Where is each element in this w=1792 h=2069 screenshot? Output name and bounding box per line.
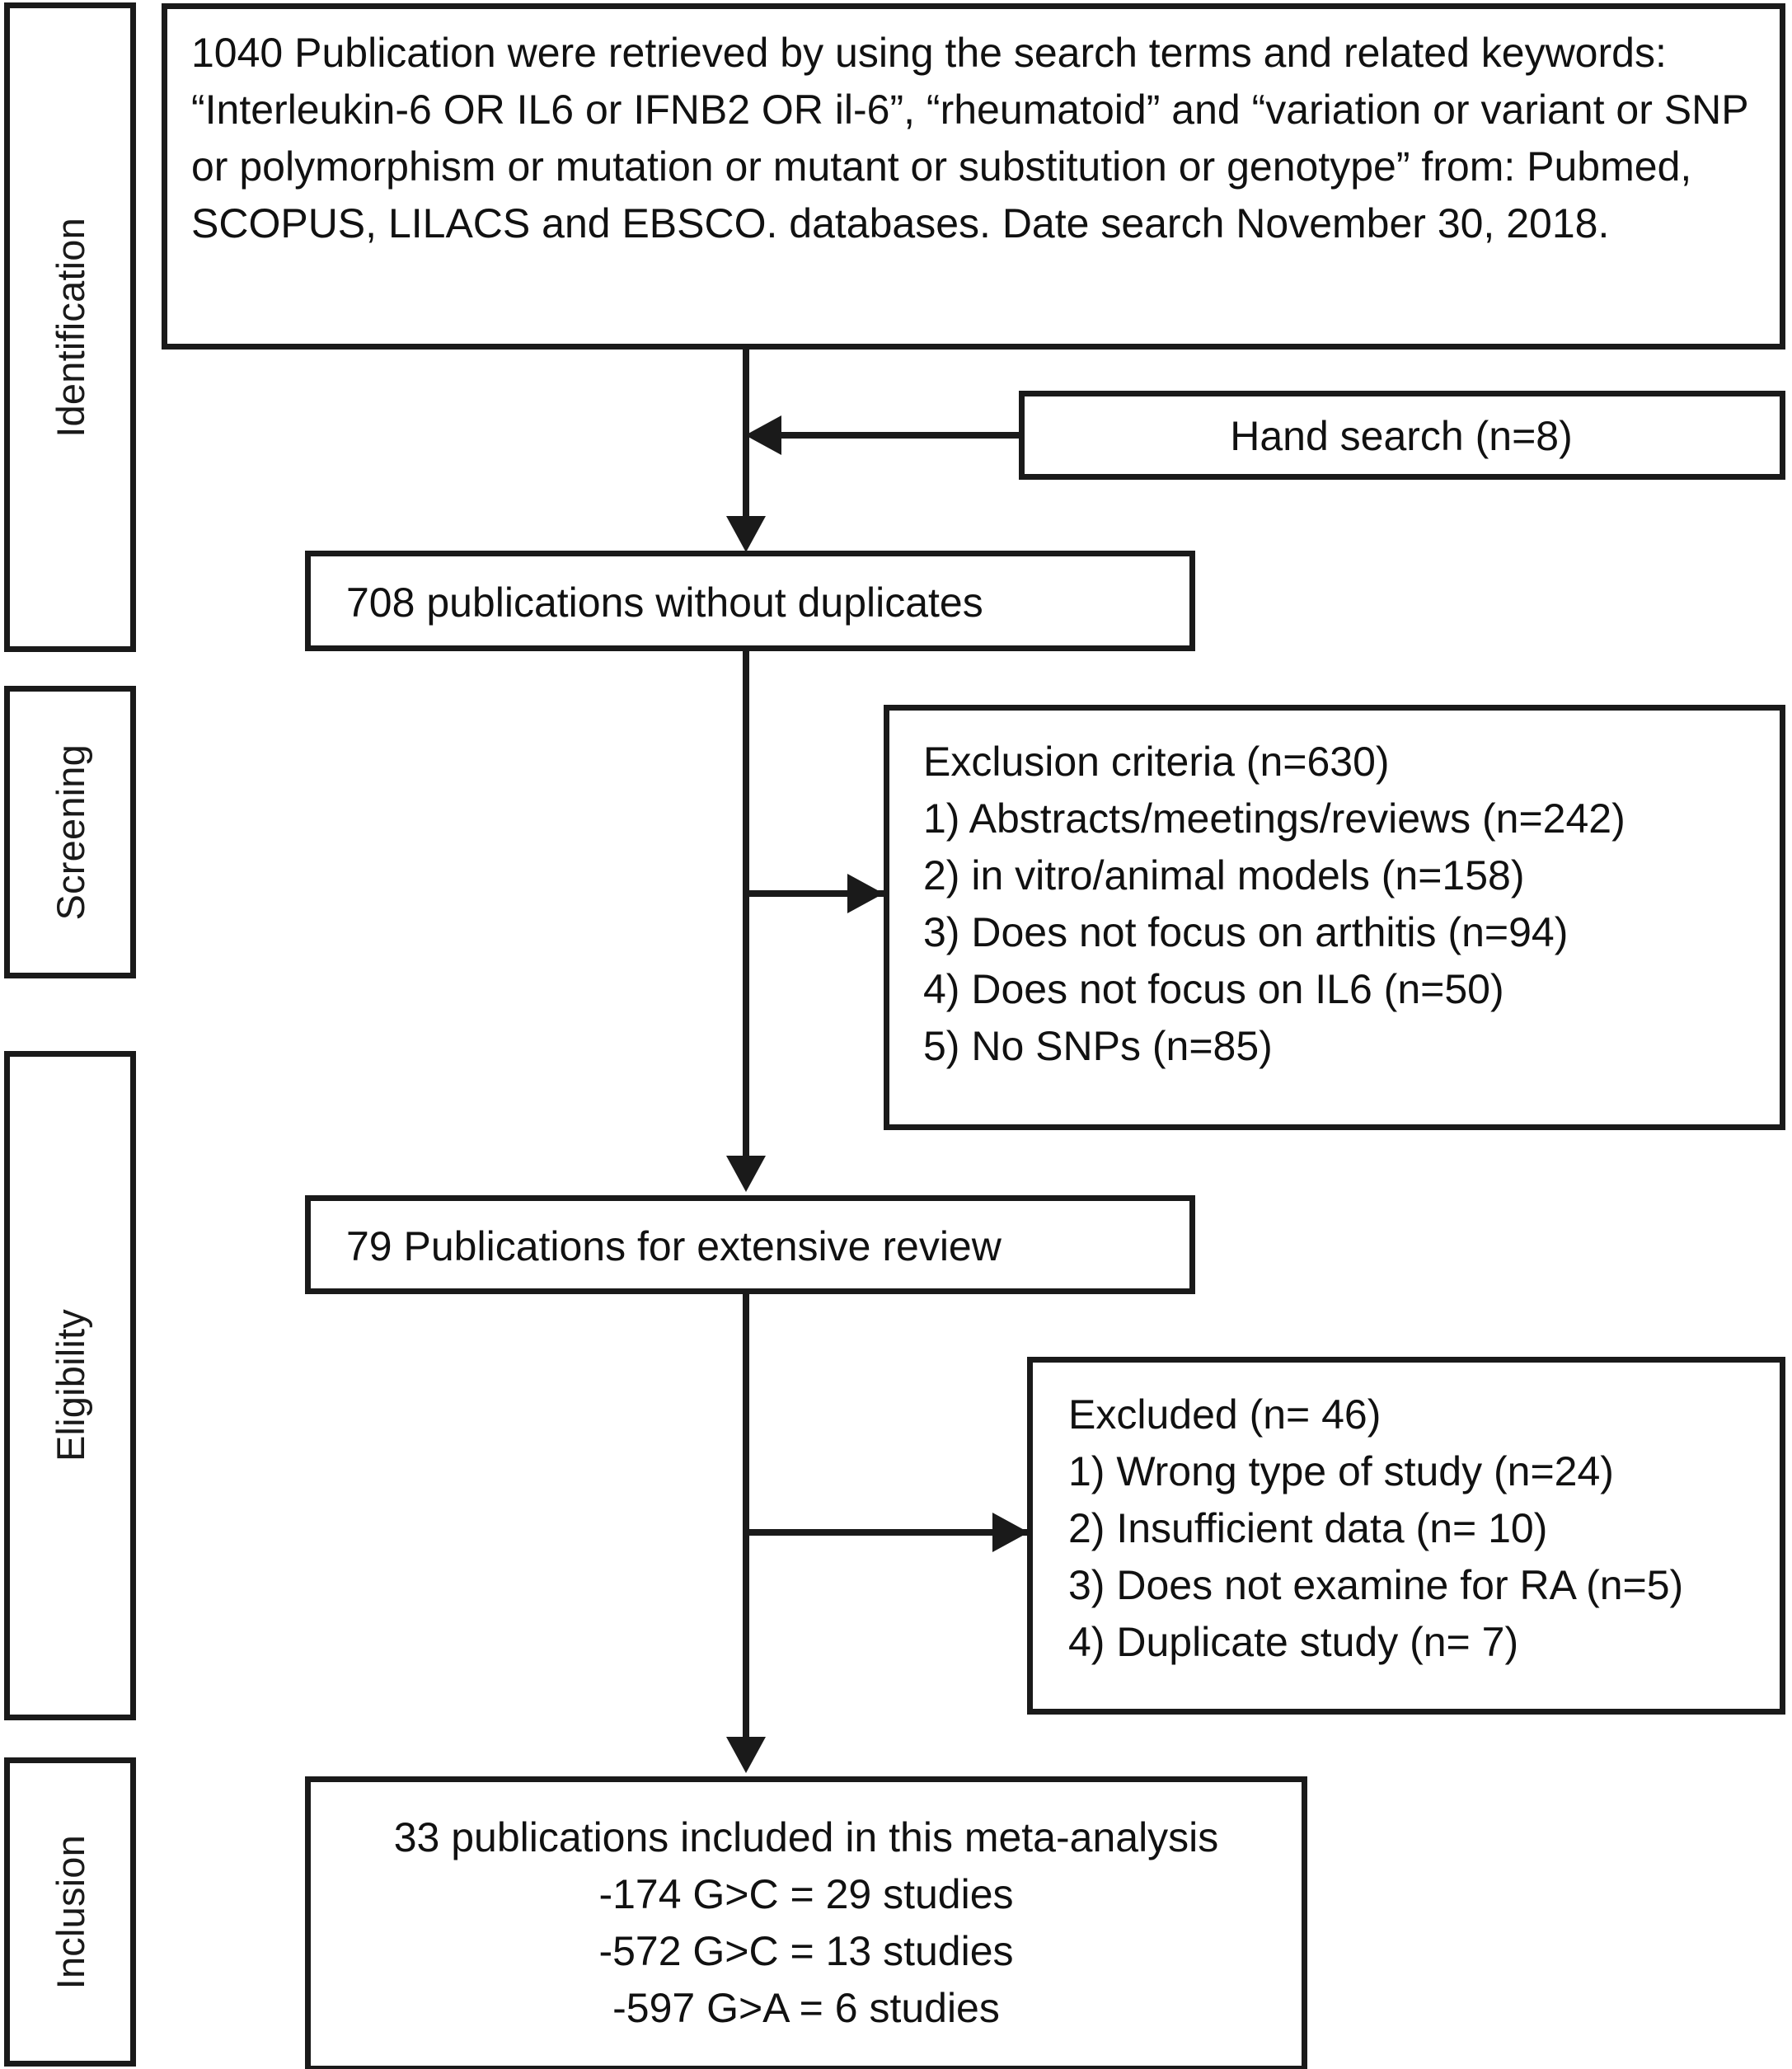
arrowhead-left-to-spine — [745, 415, 781, 455]
stage-label-screening-text: Screening — [48, 744, 92, 921]
stage-label-identification-text: Identification — [48, 217, 92, 438]
inclusion-headline: 33 publications included in this meta-an… — [393, 1814, 1219, 1860]
exclusion-criteria-item-1: 1) Abstracts/meetings/reviews (n=242) — [923, 795, 1625, 842]
inclusion-line-1: -174 G>C = 29 studies — [598, 1871, 1014, 1917]
stage-label-identification: Identification — [4, 2, 136, 652]
excluded-item-4: 4) Duplicate study (n= 7) — [1068, 1619, 1519, 1665]
exclusion-criteria-item-2: 2) in vitro/animal models (n=158) — [923, 852, 1525, 898]
exclusion-criteria-content: Exclusion criteria (n=630) 1) Abstracts/… — [923, 734, 1772, 1075]
hand-search-box-text: Hand search (n=8) — [1230, 413, 1573, 459]
inclusion-box — [305, 1776, 1307, 2069]
stage-label-screening: Screening — [4, 686, 136, 978]
connector-duplicates-to-review — [743, 651, 749, 1158]
identification-box — [162, 3, 1785, 350]
inclusion-line-3: -597 G>A = 6 studies — [612, 1985, 1000, 2031]
stage-label-eligibility-text: Eligibility — [48, 1309, 92, 1462]
exclusion-criteria-item-4: 4) Does not focus on IL6 (n=50) — [923, 966, 1504, 1012]
excluded-item-3: 3) Does not examine for RA (n=5) — [1068, 1562, 1684, 1608]
connector-handsearch-to-spine — [781, 432, 1022, 439]
excluded-content: Excluded (n= 46) 1) Wrong type of study … — [1068, 1386, 1777, 1671]
without-duplicates-box-text: 708 publications without duplicates — [346, 579, 983, 626]
excluded-item-1: 1) Wrong type of study (n=24) — [1068, 1448, 1614, 1494]
arrowhead-down-to-duplicates — [726, 516, 766, 552]
inclusion-content: 33 publications included in this meta-an… — [321, 1809, 1291, 2037]
exclusion-criteria-item-5: 5) No SNPs (n=85) — [923, 1023, 1273, 1069]
inclusion-line-2: -572 G>C = 13 studies — [598, 1928, 1014, 1974]
connector-spine-to-exclusion — [743, 890, 899, 897]
arrowhead-down-to-review — [726, 1156, 766, 1192]
extensive-review-box — [305, 1195, 1195, 1294]
excluded-box — [1027, 1357, 1785, 1715]
connector-spine-to-excluded — [743, 1529, 1048, 1536]
extensive-review-box-text: 79 Publications for extensive review — [346, 1223, 1002, 1269]
arrowhead-right-to-exclusion — [847, 874, 884, 913]
identification-box-text: 1040 Publication were retrieved by using… — [191, 30, 1760, 246]
stage-label-inclusion-text: Inclusion — [48, 1834, 92, 1990]
exclusion-criteria-item-3: 3) Does not focus on arthitis (n=94) — [923, 909, 1569, 955]
exclusion-criteria-title: Exclusion criteria (n=630) — [923, 739, 1390, 785]
excluded-title: Excluded (n= 46) — [1068, 1391, 1382, 1438]
without-duplicates-box — [305, 551, 1195, 651]
arrowhead-right-to-excluded — [992, 1513, 1029, 1552]
excluded-item-2: 2) Insufficient data (n= 10) — [1068, 1505, 1548, 1551]
exclusion-criteria-box — [884, 705, 1785, 1130]
stage-label-eligibility: Eligibility — [4, 1051, 136, 1720]
arrowhead-down-to-inclusion — [726, 1737, 766, 1773]
hand-search-box — [1019, 391, 1785, 480]
stage-label-inclusion: Inclusion — [4, 1757, 136, 2067]
connector-review-to-inclusion — [743, 1294, 749, 1739]
